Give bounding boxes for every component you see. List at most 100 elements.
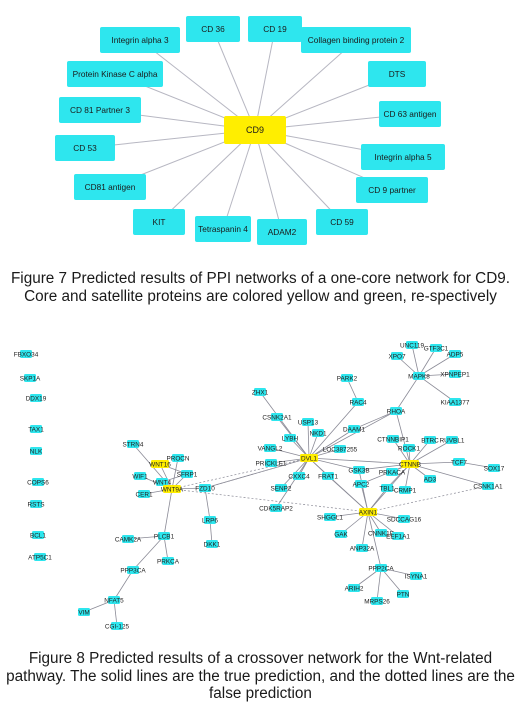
fig8-node-label: SKP1A	[20, 375, 41, 382]
fig8-node-box	[30, 447, 42, 455]
fig8-node-label: XPO7	[388, 353, 405, 360]
fig8-node-label: COPS6	[27, 479, 49, 486]
fig8-edge-true	[113, 599, 118, 627]
fig8-node-mapk8: MAPK8	[408, 372, 430, 380]
fig8-node-label: TCF7	[451, 459, 467, 466]
fig7-node-integrin-alpha-5: Integrin alpha 5	[361, 144, 445, 170]
fig7-node-cd-36: CD 36	[186, 16, 240, 42]
fig8-node-box	[424, 436, 436, 444]
fig8-node-label: CSNK2A1	[262, 414, 292, 421]
fig7-node-box	[195, 216, 251, 242]
fig8-node-box	[341, 374, 353, 382]
fig8-node-label: XPNPEP1	[440, 371, 470, 378]
fig7-node-label: CD81 antigen	[85, 182, 136, 192]
fig8-edge-true	[163, 488, 173, 537]
figure-7-caption: Figure 7 Predicted results of PPI networ…	[10, 270, 511, 305]
fig7-node-label: CD 63 antigen	[383, 109, 436, 119]
fig7-node-box	[100, 27, 180, 53]
fig8-node-box	[386, 468, 398, 476]
fig8-node-label: CGI-125	[105, 623, 130, 630]
fig7-node-label: Integrin alpha 3	[111, 35, 169, 45]
fig7-node-box	[74, 174, 146, 200]
fig8-node-label: LOC387255	[323, 446, 358, 453]
fig8-node-box	[32, 478, 44, 486]
fig8-node-label: NLK	[30, 448, 43, 455]
fig8-edge-true	[308, 432, 319, 459]
fig8-node-box	[20, 350, 32, 358]
fig7-node-cd-63-antigen: CD 63 antigen	[379, 101, 441, 127]
fig8-node-rsts: RSTS	[27, 500, 45, 508]
fig8-node-daam1: DAAM1	[343, 425, 365, 433]
fig8-node-ppp3ca: PPP3CA	[120, 566, 146, 574]
fig8-node-box	[275, 484, 287, 492]
fig7-node-box	[316, 209, 368, 235]
fig8-node-box	[413, 372, 425, 380]
fig8-node-unc119: UNC119	[400, 341, 424, 349]
fig8-edge-true	[307, 421, 310, 459]
fig8-node-box	[375, 529, 387, 537]
fig8-node-wnt16: WNT16	[149, 460, 171, 468]
fig8-node-label: WNT4	[153, 479, 172, 486]
fig8-node-label: CXXC4	[288, 473, 310, 480]
fig8-node-kiaa1377: KIAA1377	[441, 398, 470, 406]
fig8-node-box	[30, 425, 42, 433]
fig8-node-label: SFRP1	[177, 471, 198, 478]
fig8-node-nkd1: NKD1	[309, 429, 327, 437]
fig8-node-vangl2: VANGL2	[258, 444, 283, 452]
fig8-node-label: PRKCA	[157, 558, 180, 565]
fig8-node-label: CTNNB	[399, 461, 421, 468]
fig8-node-box	[151, 460, 169, 468]
fig8-node-shggl1: SHGGL1	[317, 513, 343, 521]
fig8-node-label: WNT9A	[161, 486, 184, 493]
fig8-edge-true	[395, 410, 411, 465]
fig8-node-label: STRN4	[123, 441, 144, 448]
fig7-edge	[254, 129, 283, 233]
fig8-node-box	[134, 472, 146, 480]
fig7-node-label: ADAM2	[268, 227, 297, 237]
fig8-node-box	[348, 425, 360, 433]
fig8-edge-true	[353, 410, 397, 430]
fig7-node-cd-81-partner-3: CD 81 Partner 3	[59, 97, 141, 123]
fig8-edge-true	[171, 457, 179, 490]
fig8-node-box	[156, 478, 168, 486]
fig8-node-box	[284, 434, 296, 442]
fig8-node-label: SENP2	[271, 485, 292, 492]
fig8-edge-true	[392, 438, 411, 465]
fig8-edge-true	[358, 469, 369, 513]
fig8-node-label: ARIH2	[345, 585, 364, 592]
fig8-node-camk2a: CAMK2A	[115, 535, 142, 543]
fig8-node-box	[293, 472, 305, 480]
fig8-node-label: RSTS	[27, 501, 44, 508]
fig7-node-box	[368, 61, 426, 87]
fig8-node-label: LRP6	[202, 517, 218, 524]
fig8-node-box	[111, 622, 123, 630]
fig7-node-cd-9-partner: CD 9 partner	[356, 177, 428, 203]
fig8-node-box	[355, 480, 367, 488]
fig8-node-label: CNNK1E	[368, 530, 394, 537]
fig8-node-box	[430, 344, 442, 352]
fig8-node-axin1: AXIN1	[359, 508, 378, 516]
fig8-node-box	[264, 444, 276, 452]
fig8-node-label: ZHX1	[252, 389, 269, 396]
fig8-node-park2: PARK2	[337, 374, 358, 382]
fig8-node-wnt4: WNT4	[153, 478, 172, 486]
fig7-edge	[254, 28, 276, 131]
fig8-node-gsk3b: GSK3B	[348, 466, 370, 474]
fig8-node-box	[199, 484, 211, 492]
fig8-node-nlk: NLK	[30, 447, 43, 455]
fig7-node-cd-19: CD 19	[248, 16, 302, 42]
fig8-node-label: AD3	[424, 476, 437, 483]
fig8-edge-true	[163, 535, 169, 562]
fig7-node-cd81-antigen: CD81 antigen	[74, 174, 146, 200]
fig7-node-label: CD 9 partner	[368, 185, 416, 195]
fig8-node-label: AXIN1	[359, 509, 378, 516]
fig8-node-btrc: BTRC	[421, 436, 439, 444]
figure-8-caption: Figure 8 Predicted results of a crossove…	[6, 650, 515, 702]
fig7-node-label: Integrin alpha 5	[374, 152, 432, 162]
fig8-node-box	[204, 516, 216, 524]
fig8-node-box	[270, 504, 282, 512]
fig8-node-label: CER1	[135, 491, 152, 498]
fig8-node-ctnnb: CTNNB	[399, 460, 421, 468]
fig8-node-box	[424, 475, 436, 483]
fig8-node-label: SOX17	[484, 465, 505, 472]
